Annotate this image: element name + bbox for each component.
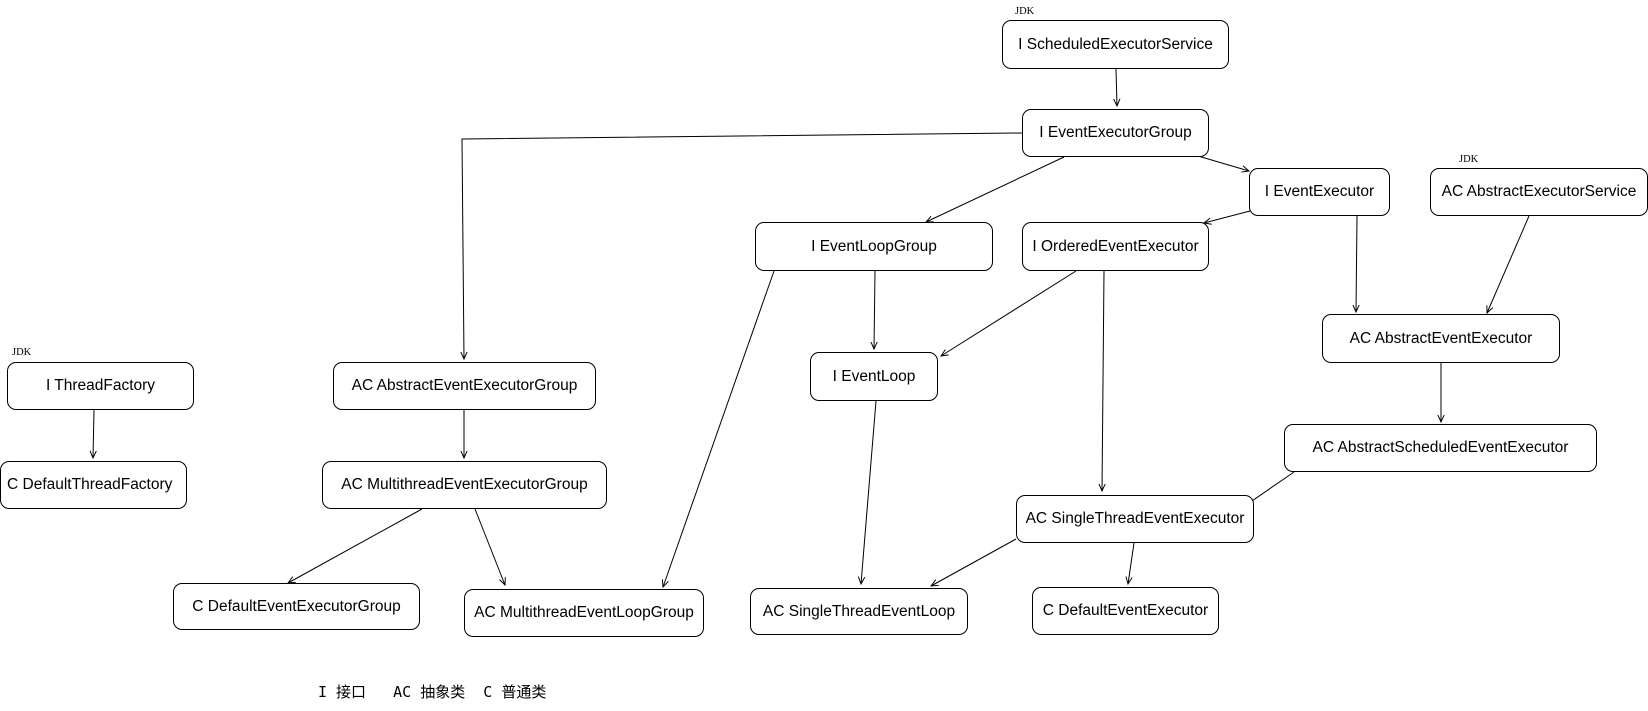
edge-eeg-to-abstract-eeg (462, 132, 1023, 359)
edge-scheduled-to-eeg (1116, 68, 1117, 106)
node-abstract-scheduled-event-executor: AC AbstractScheduledEventExecutor (1284, 424, 1597, 472)
edge-eventexecutor-to-ordered (1204, 210, 1251, 223)
edge-threadfactory-to-default (93, 409, 94, 458)
edge-ordered-to-singlethread-ee (1102, 270, 1104, 491)
edge-eventloopgroup-to-multithread-elg (663, 270, 775, 587)
jdk-tag: JDK (1459, 154, 1479, 165)
node-single-thread-event-loop: AC SingleThreadEventLoop (750, 588, 968, 635)
jdk-tag: JDK (12, 347, 32, 358)
node-abstract-event-executor: AC AbstractEventExecutor (1322, 314, 1560, 363)
node-multithread-event-loop-group: AC MultithreadEventLoopGroup (464, 589, 704, 637)
node-event-loop-group: I EventLoopGroup (755, 222, 993, 271)
edge-eventloop-to-singlethread-el (861, 400, 877, 584)
node-default-thread-factory: C DefaultThreadFactory (0, 461, 187, 509)
node-event-loop: I EventLoop (810, 352, 938, 401)
node-event-executor-group: I EventExecutorGroup (1022, 109, 1209, 157)
edge-abstract-es-to-abstract-ee (1487, 215, 1530, 313)
edge-eeg-to-eventloopgroup (926, 156, 1065, 222)
edge-ordered-to-eventloop (941, 270, 1077, 356)
legend: I 接口 AC 抽象类 C 普通类 (318, 683, 547, 701)
node-thread-factory: I ThreadFactory (7, 362, 194, 410)
node-default-event-executor-group: C DefaultEventExecutorGroup (173, 583, 420, 630)
edge-eeg-to-eventexecutor (1197, 155, 1249, 171)
node-ordered-event-executor: I OrderedEventExecutor (1022, 222, 1209, 271)
edge-multithread-eeg-to-multithread-elg (474, 508, 505, 585)
node-event-executor: I EventExecutor (1249, 168, 1390, 216)
node-single-thread-event-executor: AC SingleThreadEventExecutor (1016, 495, 1254, 543)
edge-eventexecutor-to-abstract-ee (1356, 215, 1357, 312)
jdk-tag: JDK (1015, 6, 1035, 17)
node-abstract-event-executor-group: AC AbstractEventExecutorGroup (333, 362, 596, 410)
edge-singlethread-ee-to-default-ee (1128, 542, 1135, 584)
node-abstract-executor-service: AC AbstractExecutorService (1430, 168, 1648, 216)
edge-singlethread-ee-to-singlethread-el (931, 538, 1017, 586)
edge-eventloopgroup-to-eventloop (874, 270, 875, 349)
node-default-event-executor: C DefaultEventExecutor (1032, 587, 1219, 635)
edge-multithread-eeg-to-default-eeg (288, 508, 423, 583)
node-scheduled-executor-service: I ScheduledExecutorService (1002, 20, 1229, 69)
node-multithread-event-executor-group: AC MultithreadEventExecutorGroup (322, 461, 607, 509)
